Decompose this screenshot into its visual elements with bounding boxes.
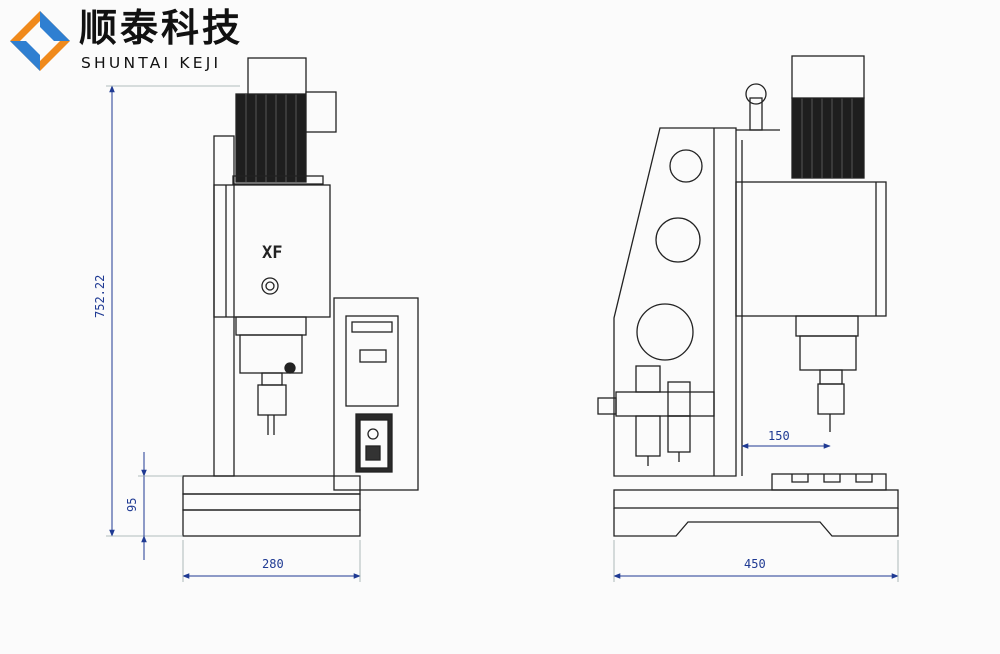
front-control-box (333, 297, 419, 491)
air-filter (597, 365, 715, 466)
brand-name-en: SHUNTAI KEJI (81, 54, 222, 72)
side-view (597, 55, 899, 537)
dim-total-height: 752.22 (93, 275, 107, 318)
brand-name-cn: 顺泰科技 (79, 6, 244, 50)
dim-throat-depth: 150 (768, 429, 790, 443)
dim-width: 280 (262, 557, 284, 571)
model-label: XF (262, 243, 282, 263)
side-head (735, 181, 887, 317)
dimension-lines (106, 85, 899, 582)
front-view (182, 57, 419, 537)
front-column (213, 135, 235, 477)
side-frame (613, 127, 737, 477)
dim-depth: 450 (744, 557, 766, 571)
logo-mark (10, 11, 70, 71)
dim-base-height: 95 (125, 498, 139, 512)
side-base (613, 489, 899, 509)
side-motor (791, 97, 865, 179)
front-motor (235, 93, 307, 183)
